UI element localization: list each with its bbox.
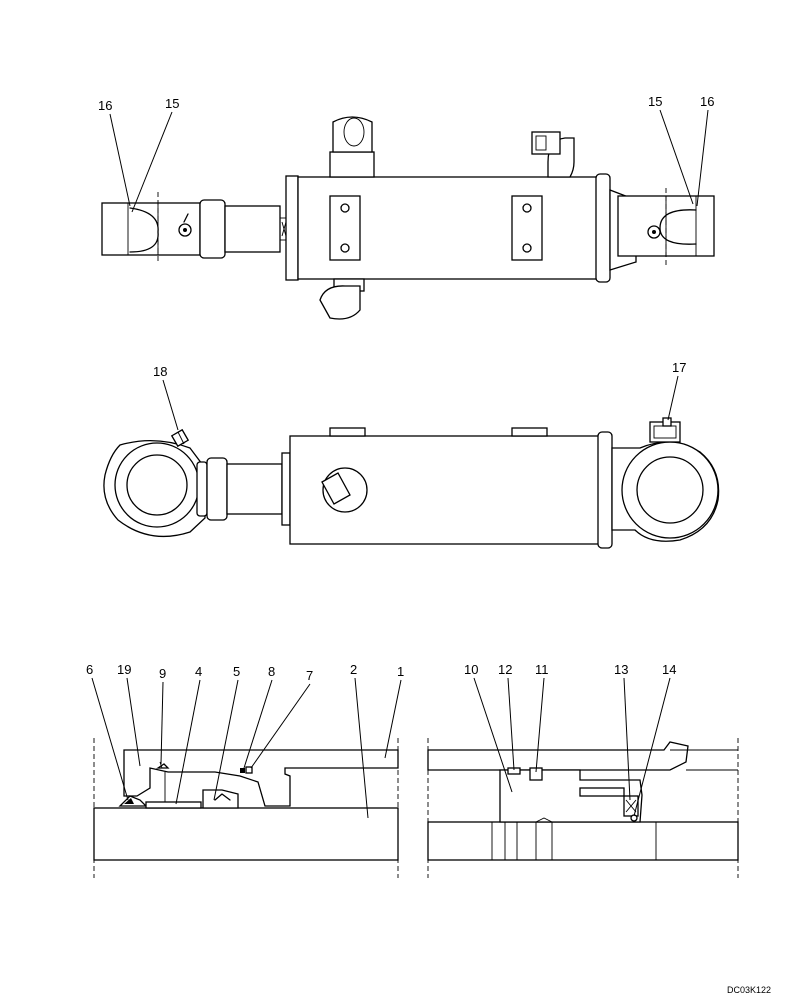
head-port-elbow-top (531, 131, 575, 178)
callout-14: 14 (662, 662, 676, 677)
callout-top-left-bushing: 15 (165, 96, 179, 111)
callout-top-right-seal: 16 (700, 94, 714, 109)
head-eye-side (611, 417, 720, 542)
side-view-callouts: 18 17 (153, 360, 686, 431)
barrel-top (297, 173, 611, 283)
callout-7: 7 (306, 668, 313, 683)
rod-neck-top (199, 199, 287, 259)
callout-8: 8 (268, 664, 275, 679)
callout-2: 2 (350, 662, 357, 677)
drawing-code: DC03K122 (727, 985, 771, 995)
callout-5: 5 (233, 664, 240, 679)
section-piston (427, 738, 739, 878)
bottom-port-elbow-top (319, 278, 365, 320)
cylinder-top-view (101, 116, 715, 320)
callout-11: 11 (535, 662, 549, 677)
rod-eye-top (101, 192, 201, 264)
callout-side-17: 17 (672, 360, 686, 375)
head-clevis-top (609, 188, 715, 271)
rod-port-fitting-top (329, 116, 375, 178)
callout-4: 4 (195, 664, 202, 679)
callout-top-left-seal: 16 (98, 98, 112, 113)
callout-9: 9 (159, 666, 166, 681)
section-callouts: 6 19 9 4 5 8 7 2 1 (86, 662, 404, 819)
callout-top-right-bushing: 15 (648, 94, 662, 109)
callout-1: 1 (397, 664, 404, 679)
piston-callouts: 10 12 11 13 14 (464, 662, 676, 817)
top-view-callouts: 16 15 15 16 (98, 94, 714, 213)
callout-13: 13 (614, 662, 628, 677)
section-rod-gland (93, 738, 399, 878)
callout-12: 12 (498, 662, 512, 677)
grease-fitting-rod-side (170, 428, 190, 448)
barrel-side (289, 427, 613, 549)
callout-side-18: 18 (153, 364, 167, 379)
callout-10: 10 (464, 662, 478, 677)
callout-6: 6 (86, 662, 93, 677)
callout-19: 19 (117, 662, 131, 677)
cylinder-side-view (103, 417, 720, 549)
rod-eye-side (103, 440, 291, 538)
head-flange-top (285, 175, 299, 281)
